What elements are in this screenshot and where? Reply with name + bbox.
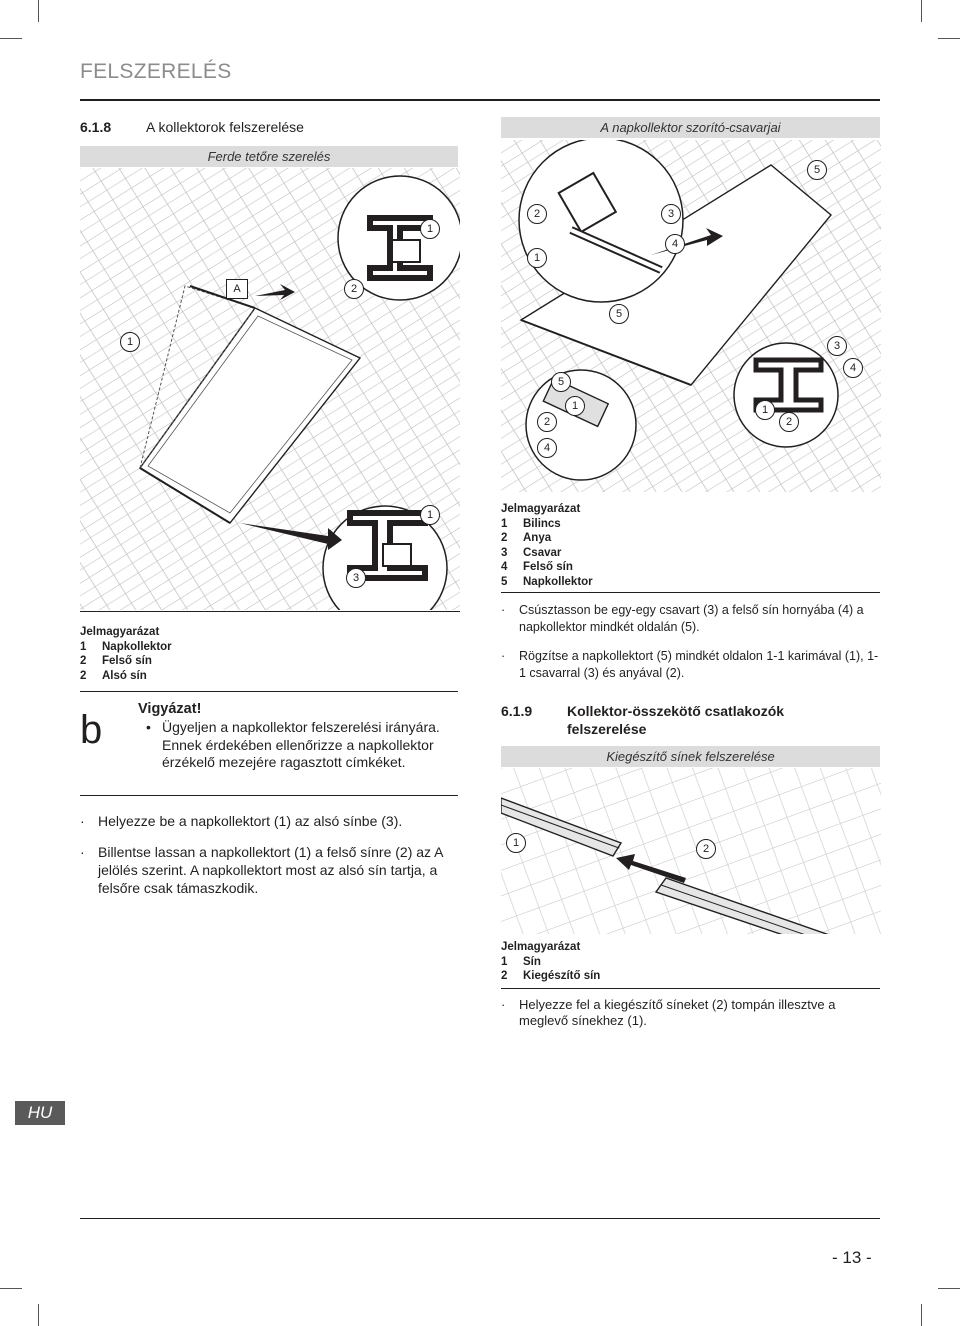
callout: 4 [843, 358, 863, 378]
divider [80, 795, 458, 797]
warning-title: Vigyázat! [138, 701, 202, 717]
divider [501, 988, 880, 989]
legend-title: Jelmagyarázat [501, 503, 581, 515]
warning-text-block: • Ügyeljen a napkollektor felszerelési i… [146, 719, 456, 772]
legend-item: Napkollektor [102, 640, 172, 653]
callout: 2 [527, 204, 547, 224]
callout: 2 [537, 412, 557, 432]
instruction-step: Billentse lassan a napkollektort (1) a f… [98, 844, 443, 896]
page-number: - 13 - [832, 1248, 872, 1267]
instruction-list: ·Csúsztasson be egy-egy csavart (3) a fe… [501, 603, 879, 680]
instruction-step: Helyezze be a napkollektort (1) az alsó … [98, 813, 403, 829]
instruction-step: Csúsztasson be egy-egy csavart (3) a fel… [519, 603, 864, 634]
header-rule [80, 99, 880, 101]
arrow-icon [240, 523, 342, 550]
legend-item: Napkollektor [523, 575, 593, 588]
callout: 3 [827, 336, 847, 356]
legend-item: Sín [523, 955, 541, 968]
label-A: A [226, 279, 248, 299]
warning-icon: b [80, 708, 103, 752]
callout: 3 [661, 204, 681, 224]
callout: 4 [665, 234, 685, 254]
crop-mark [921, 0, 922, 22]
legend-title: Jelmagyarázat [80, 626, 160, 638]
legend-item: Felső sín [523, 561, 573, 573]
legend-item: Kiegészítő sín [523, 970, 601, 982]
legend-item: Alsó sín [102, 669, 147, 682]
section-title: Kollektor-összekötő csatlakozók felszere… [567, 703, 785, 737]
legend-title: Jelmagyarázat [501, 941, 581, 953]
callout: 2 [779, 412, 799, 432]
rail-illustration [501, 768, 881, 934]
instruction-list: ·Helyezze be a napkollektort (1) az alsó… [80, 812, 460, 897]
callout: 1 [527, 248, 547, 268]
callout: 2 [696, 839, 716, 859]
arrow-icon [616, 854, 686, 883]
callout: 1 [565, 396, 585, 416]
callout: 1 [120, 332, 140, 352]
section-number: 6.1.9 [501, 703, 533, 719]
arrow-icon [651, 228, 723, 255]
crop-mark [0, 38, 22, 39]
crop-mark [0, 1288, 22, 1289]
arrow-icon [255, 284, 295, 300]
legend-item: Bilincs [523, 517, 561, 530]
section-title: A kollektorok felszerelése [146, 119, 304, 135]
warning-text: Ügyeljen a napkollektor felszerelési irá… [162, 719, 440, 770]
legend-item: Felső sín [102, 655, 152, 667]
callout: 5 [609, 304, 629, 324]
divider [80, 691, 458, 692]
page-header-title: FELSZERELÉS [80, 60, 232, 83]
divider [80, 611, 460, 612]
callout: 1 [420, 219, 440, 239]
footer-rule [80, 1218, 880, 1220]
figure-caption-band: Ferde tetőre szerelés [80, 146, 458, 167]
collector-mounting-figure: A 2 1 1 3 1 [80, 168, 460, 610]
instruction-step: Helyezze fel a kiegészítő síneket (2) to… [519, 997, 836, 1028]
callout: 5 [551, 372, 571, 392]
crop-mark [938, 1288, 960, 1289]
callout: 1 [420, 505, 440, 525]
divider [501, 592, 880, 593]
language-badge: HU [15, 1101, 65, 1125]
legend-item: Csavar [523, 546, 562, 559]
extension-rail-figure: 1 2 [501, 768, 881, 934]
roof-illustration [501, 140, 881, 492]
callout: 4 [537, 438, 557, 458]
instruction-list: ·Helyezze fel a kiegészítő síneket (2) t… [501, 997, 880, 1029]
section-number: 6.1.8 [80, 119, 112, 135]
figure-caption-band: A napkollektor szorító-csavarjai [501, 117, 880, 138]
callout: 1 [506, 833, 526, 853]
crop-mark [921, 1304, 922, 1326]
callout: 3 [346, 568, 366, 588]
roof-illustration [80, 168, 460, 610]
crop-mark [38, 0, 39, 22]
crop-mark [938, 38, 960, 39]
legend-item: Anya [523, 532, 552, 544]
extension-rail [654, 877, 829, 934]
callout: 5 [807, 160, 827, 180]
clamp-screw-figure: 5 2 3 1 4 5 3 4 5 1 2 1 2 4 [501, 140, 881, 492]
instruction-step: Rögzítse a napkollektort (5) mindkét old… [519, 649, 879, 680]
crop-mark [38, 1304, 39, 1326]
figure-caption-band: Kiegészítő sínek felszerelése [501, 746, 880, 767]
callout: 2 [344, 279, 364, 299]
callout: 1 [755, 400, 775, 420]
